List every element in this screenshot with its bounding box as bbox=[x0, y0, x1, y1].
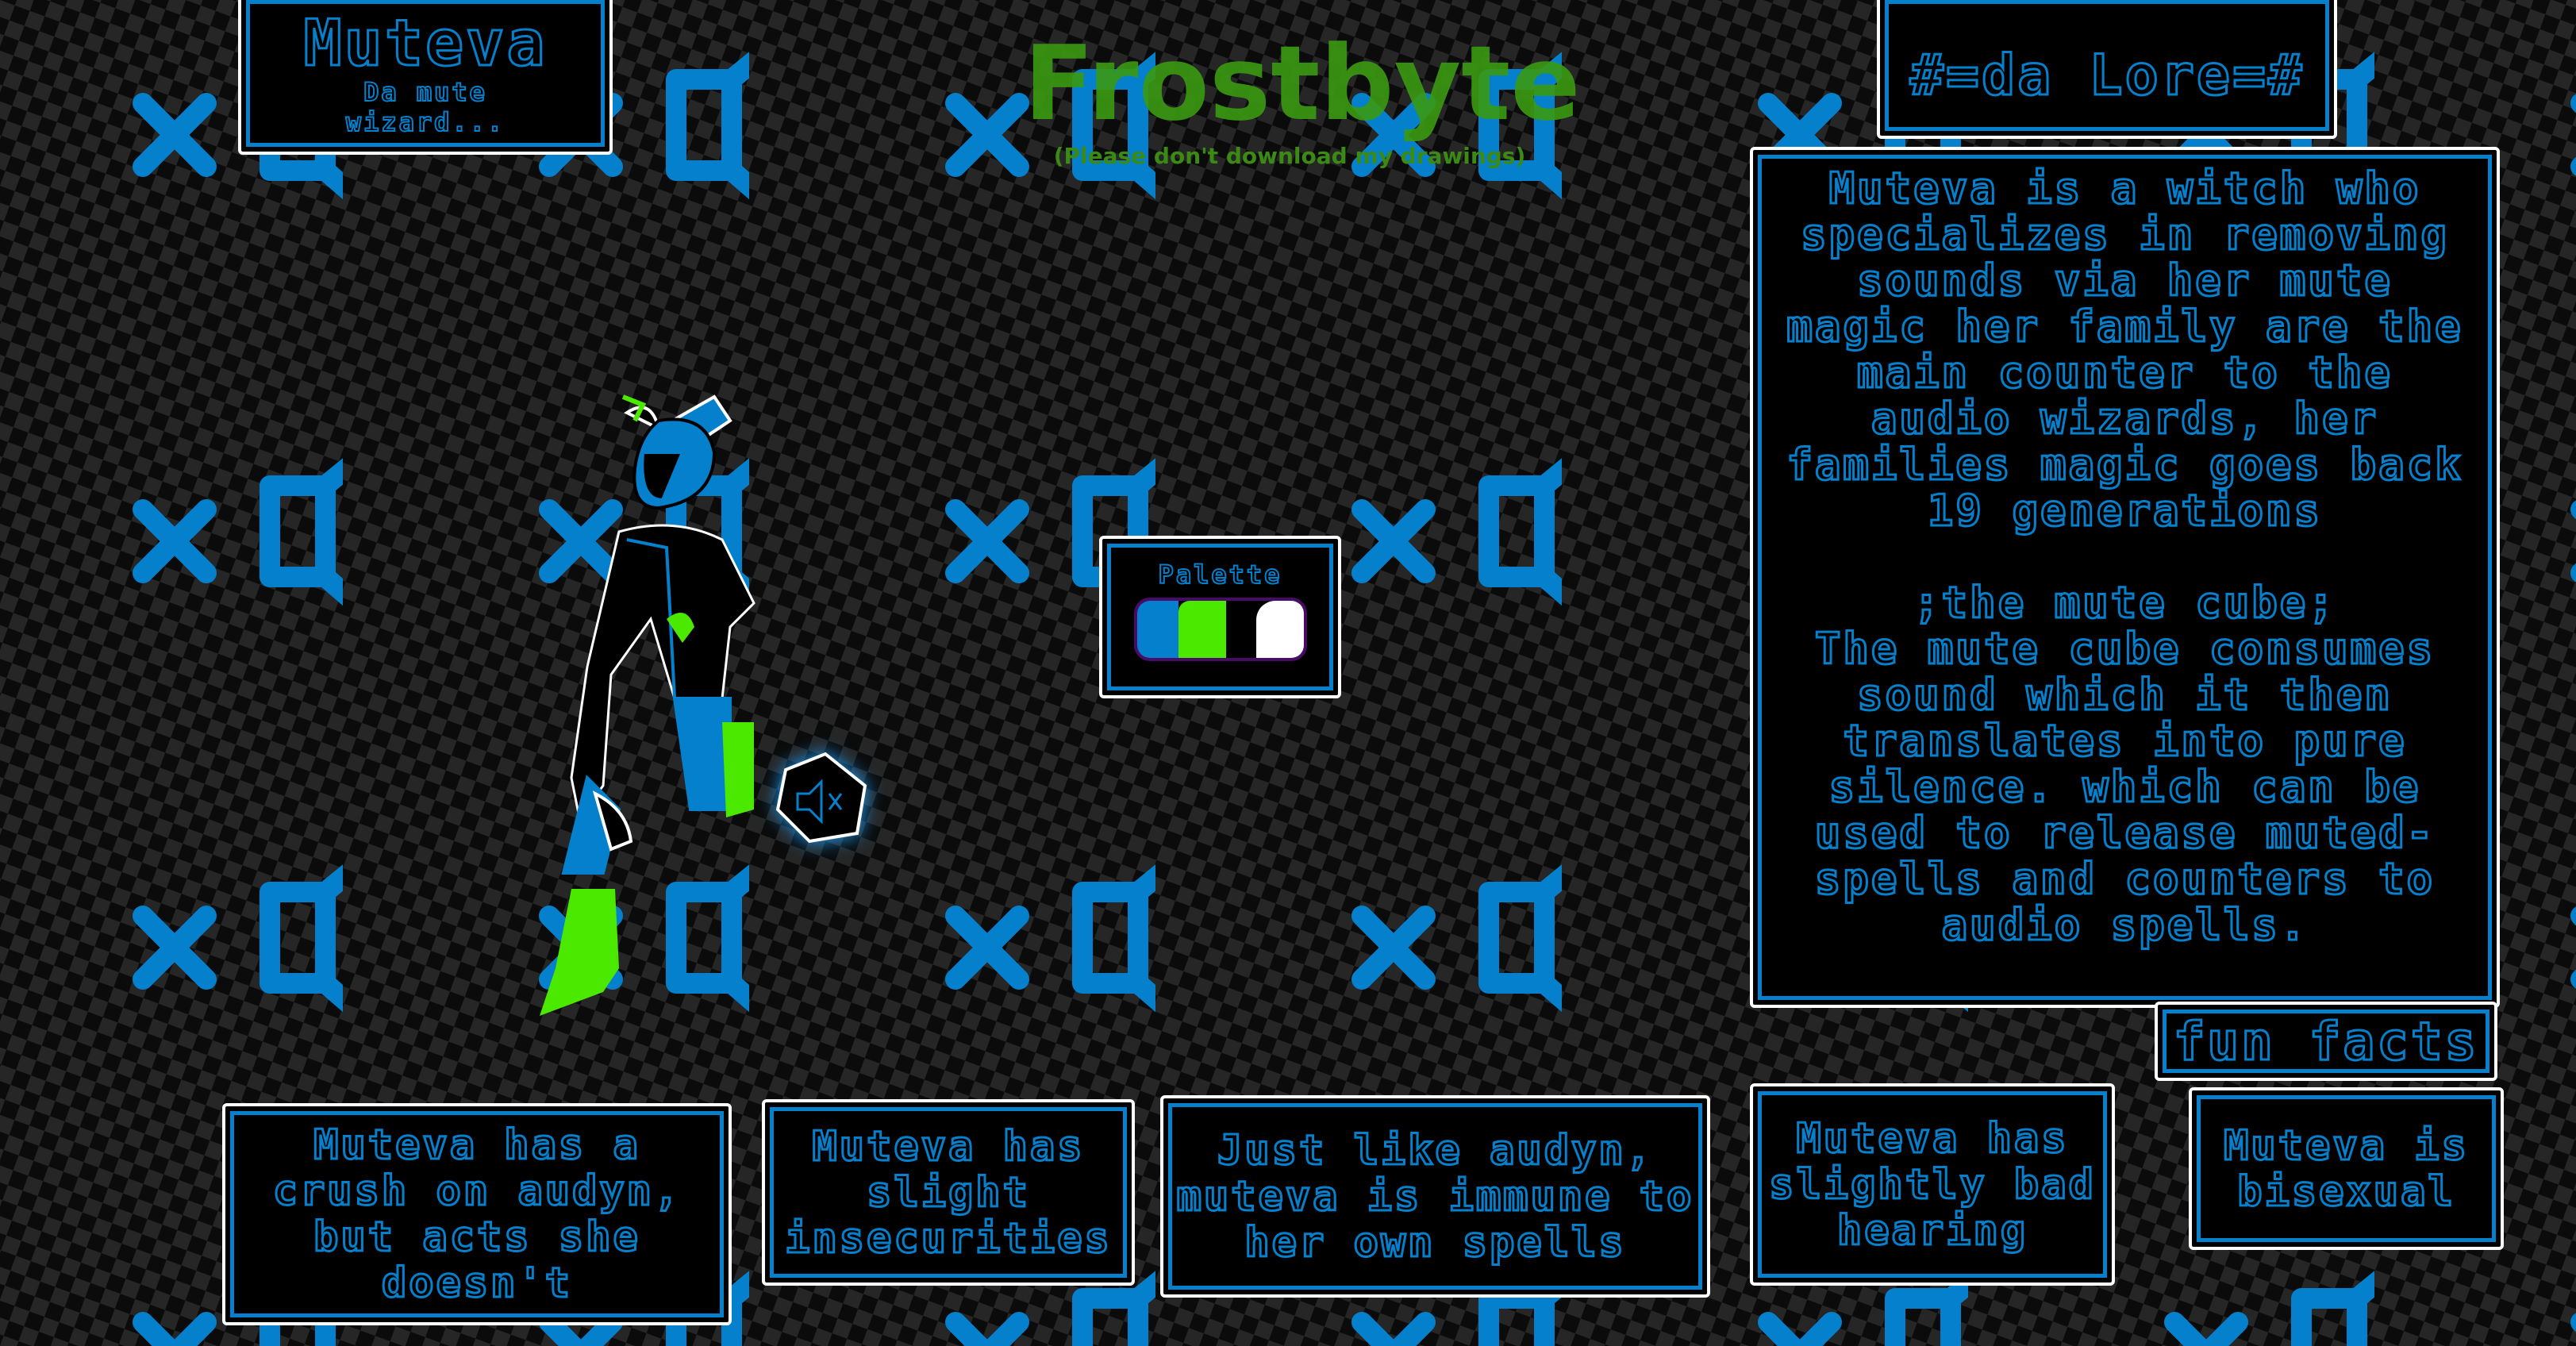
fun-fact-card: Just like audyn, muteva is immune to her… bbox=[1160, 1095, 1710, 1298]
fun-fact-text: Muteva has a crush on audyn, but acts sh… bbox=[271, 1121, 682, 1308]
swatch-blue bbox=[1136, 601, 1178, 658]
palette-label: Palette bbox=[1158, 559, 1282, 590]
muteva-character-drawing bbox=[540, 394, 867, 1016]
fun-facts-heading: fun facts bbox=[2172, 1010, 2479, 1073]
green-bow bbox=[621, 394, 647, 422]
title-card: Muteva Da mute wizard... bbox=[238, 0, 613, 155]
fun-fact-text: Muteva has slightly bad hearing bbox=[1768, 1114, 2096, 1255]
artist-name: Frostbyte bbox=[1024, 23, 1581, 144]
cube-heading: ;the mute cube; bbox=[1913, 578, 2336, 628]
cube-paragraph: The mute cube consumes sound which it th… bbox=[1813, 624, 2436, 950]
download-notice: (Please don't download my drawings) bbox=[1053, 143, 1526, 169]
swatch-green bbox=[1178, 601, 1226, 658]
palette-card: Palette bbox=[1099, 536, 1341, 698]
palette-swatches bbox=[1133, 598, 1307, 661]
fun-fact-card: Muteva has slight insecurities bbox=[762, 1099, 1135, 1286]
character-subtitle-1: Da mute bbox=[363, 76, 487, 108]
fun-fact-text: Just like audyn, muteva is immune to her… bbox=[1175, 1126, 1694, 1267]
fun-fact-text: Muteva has slight insecurities bbox=[784, 1122, 1112, 1263]
fun-fact-card: Muteva is bisexual bbox=[2189, 1087, 2504, 1250]
lore-panel: Muteva is a witch who specializes in rem… bbox=[1750, 147, 2500, 1008]
fun-fact-card: Muteva has slightly bad hearing bbox=[1750, 1083, 2115, 1286]
swatch-black bbox=[1225, 601, 1256, 658]
swatch-white bbox=[1255, 601, 1304, 658]
fun-facts-header: fun facts bbox=[2155, 1002, 2497, 1081]
character-name: Muteva bbox=[302, 6, 548, 80]
lore-heading: #=da Lore=# bbox=[1909, 41, 2305, 109]
green-glove bbox=[667, 613, 694, 643]
mute-cube-icon bbox=[775, 752, 867, 844]
lore-header: #=da Lore=# bbox=[1877, 0, 2337, 139]
fun-fact-text: Muteva is bisexual bbox=[2223, 1121, 2469, 1216]
character-subtitle-2: wizard... bbox=[345, 106, 506, 138]
green-boot bbox=[540, 889, 619, 1016]
fun-fact-card: Muteva has a crush on audyn, but acts sh… bbox=[222, 1103, 732, 1325]
artist-logo: Frostbyte (Please don't download my draw… bbox=[1024, 23, 1581, 175]
lore-paragraph: Muteva is a witch who specializes in rem… bbox=[1786, 163, 2463, 536]
